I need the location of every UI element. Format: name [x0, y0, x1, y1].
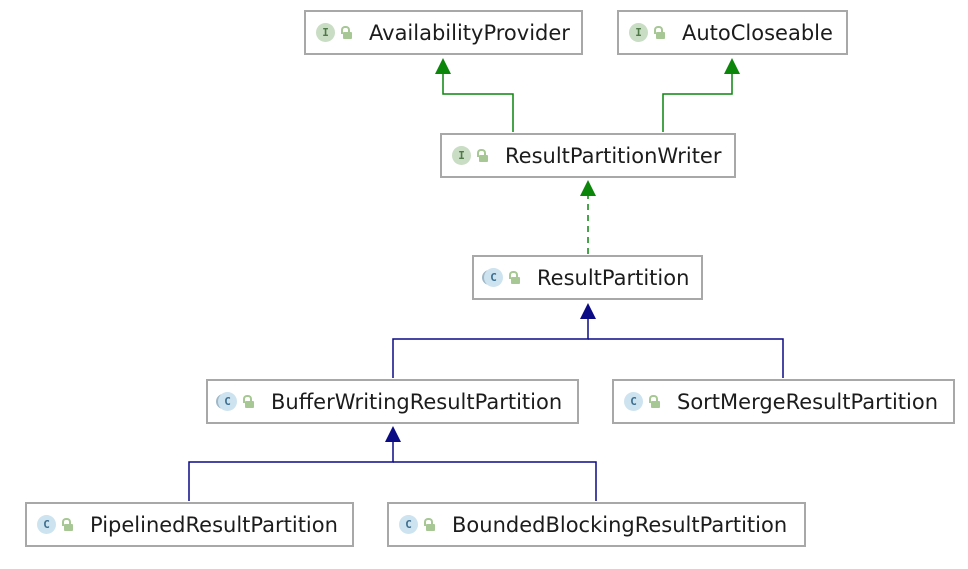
node-bounded-blocking-result-partition[interactable]: C BoundedBlockingResultPartition [387, 502, 806, 547]
node-result-partition[interactable]: C ResultPartition [472, 255, 703, 300]
arrowhead-auto-closeable [724, 58, 740, 74]
node-sort-merge-result-partition[interactable]: C SortMergeResultPartition [612, 379, 955, 424]
edge-buffer-writing-to-result-partition [392, 318, 589, 378]
interface-icon: I [452, 146, 471, 165]
edge-sort-merge-to-result-partition [588, 338, 784, 378]
public-access-icon [340, 25, 354, 40]
edge-bounded-blocking-to-buffer-writing [393, 461, 597, 501]
edge-writer-to-availability-provider [442, 72, 514, 132]
node-pipelined-result-partition[interactable]: C PipelinedResultPartition [25, 502, 354, 547]
node-auto-closeable[interactable]: I AutoCloseable [617, 10, 848, 55]
node-label: SortMergeResultPartition [677, 389, 939, 414]
public-access-icon [242, 394, 256, 409]
interface-icon: I [629, 23, 648, 42]
class-icon: C [37, 515, 56, 534]
public-access-icon [508, 270, 522, 285]
edge-pipelined-to-buffer-writing [188, 441, 394, 501]
public-access-icon [648, 394, 662, 409]
node-label: AutoCloseable [682, 20, 833, 45]
public-access-icon [476, 148, 490, 163]
interface-icon: I [316, 23, 335, 42]
arrowhead-result-partition-writer [580, 180, 596, 196]
node-label: AvailabilityProvider [369, 20, 570, 45]
edge-writer-to-auto-closeable [662, 72, 733, 132]
class-icon: C [399, 515, 418, 534]
public-access-icon [61, 517, 75, 532]
node-result-partition-writer[interactable]: I ResultPartitionWriter [440, 133, 736, 178]
arrowhead-result-partition [580, 303, 596, 319]
node-label: ResultPartition [537, 265, 690, 290]
node-label: BoundedBlockingResultPartition [452, 512, 788, 537]
node-label: BufferWritingResultPartition [271, 389, 563, 414]
abstract-class-icon: C [218, 392, 237, 411]
node-label: PipelinedResultPartition [90, 512, 338, 537]
node-buffer-writing-result-partition[interactable]: C BufferWritingResultPartition [206, 379, 579, 424]
arrowhead-buffer-writing [385, 426, 401, 442]
public-access-icon [653, 25, 667, 40]
node-label: ResultPartitionWriter [505, 143, 722, 168]
public-access-icon [423, 517, 437, 532]
abstract-class-icon: C [484, 268, 503, 287]
arrowhead-availability-provider [435, 58, 451, 74]
node-availability-provider[interactable]: I AvailabilityProvider [304, 10, 583, 55]
class-icon: C [624, 392, 643, 411]
